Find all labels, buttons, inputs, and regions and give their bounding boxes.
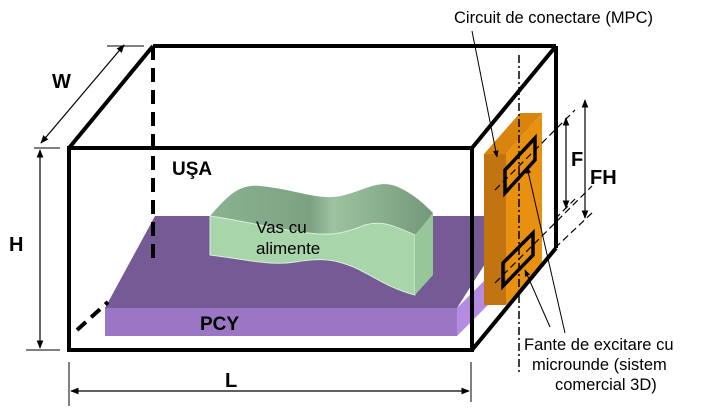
- dimension-slot-height: FH: [581, 99, 617, 219]
- slots-pointer-lower-icon: [524, 269, 551, 328]
- cavity-top-left-edge: [67, 44, 155, 150]
- slot-height-label: FH: [590, 167, 617, 189]
- food-label-line1: Vas cu: [256, 218, 307, 237]
- slots-label-line2: microunde (sistem: [532, 356, 667, 374]
- hidden-edge-back-diagonal: [75, 300, 110, 332]
- tray-front-face: [105, 308, 457, 336]
- food-label-line2: alimente: [256, 239, 320, 258]
- food-top-face: [210, 184, 433, 235]
- waveguide-top: [484, 113, 542, 154]
- length-label: L: [225, 370, 237, 392]
- width-arrow-icon: [40, 44, 125, 144]
- cavity-bottom-right-edge: [470, 246, 558, 352]
- slot-lower: [501, 228, 535, 291]
- excitation-slots: [501, 133, 537, 291]
- cavity-top-right-edge: [470, 44, 558, 150]
- dimension-height: H: [9, 149, 60, 351]
- dimension-width: W: [34, 44, 144, 149]
- door-label: UŞA: [172, 159, 212, 180]
- tray-label: PCY: [200, 314, 239, 335]
- food-container: Vas cu alimente: [209, 184, 433, 296]
- width-label: W: [52, 71, 71, 93]
- slots-pointer-upper-icon: [525, 166, 566, 334]
- waveguide-side: [484, 154, 506, 305]
- food-side-face: [415, 213, 433, 295]
- dimension-length: L: [68, 362, 472, 406]
- slots-label-line1: Fante de excitare cu: [524, 336, 674, 354]
- slots-callout: Fante de excitare cu microunde (sistem c…: [524, 166, 674, 394]
- slot-spacing-label: F: [571, 149, 583, 171]
- slots-label-line3: comercial 3D): [555, 376, 657, 394]
- mpc-label: Circuit de conectare (MPC): [454, 9, 653, 27]
- mpc-pointer-icon: [471, 30, 499, 158]
- slot-upper: [503, 133, 537, 198]
- dimension-slot-spacing: F: [562, 117, 583, 209]
- cavity-front-face: [67, 146, 474, 352]
- mpc-callout: Circuit de conectare (MPC): [454, 9, 653, 158]
- height-label: H: [9, 234, 23, 256]
